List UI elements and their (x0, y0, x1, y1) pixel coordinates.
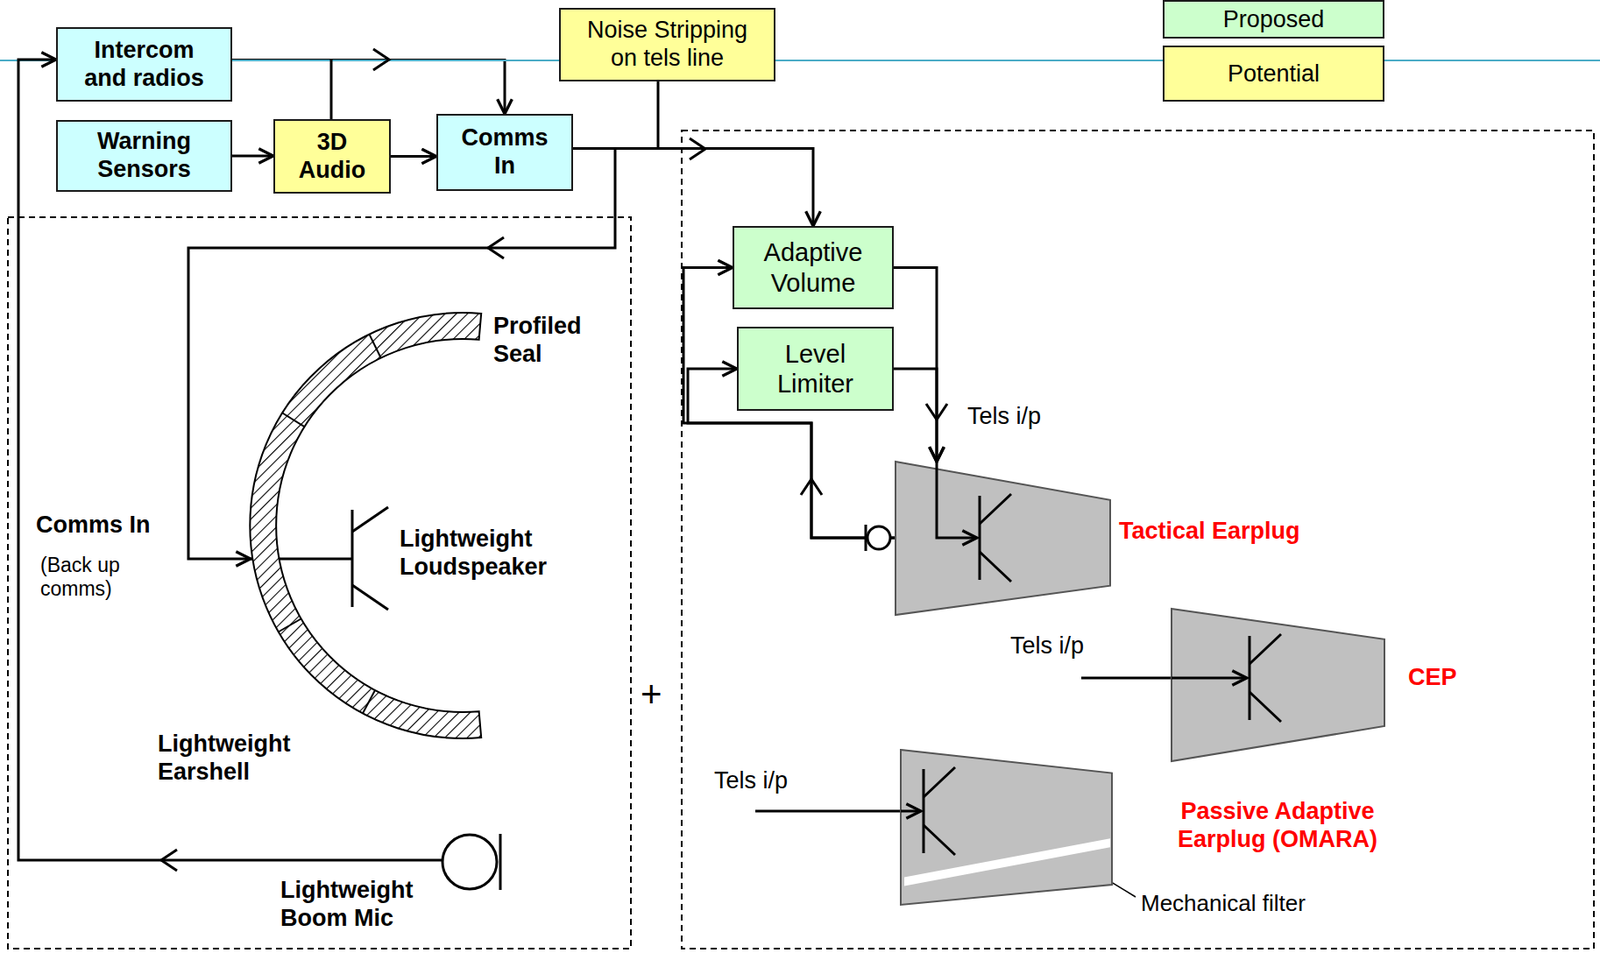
mechanical-filter (904, 838, 1111, 886)
box-label: Adaptive Volume (744, 237, 882, 298)
part-label: Comms In (35, 511, 151, 540)
earplug-group-outline (681, 130, 1594, 949)
box-label: Noise Stripping on tels line (578, 16, 757, 73)
process-box: Level Limiter (736, 326, 894, 411)
legend-swatch: Proposed (1162, 0, 1385, 39)
tels-wire (900, 810, 921, 814)
signal-connector (573, 148, 814, 227)
earplug-shape: Tactical Earplug (895, 461, 1352, 616)
part-label: (Back up comms) (40, 553, 159, 602)
speaker-symbol (923, 825, 956, 856)
box-label: Intercom and radios (78, 36, 210, 93)
earplug-speaker (936, 461, 1012, 582)
flow-chevron (488, 237, 504, 259)
part-label: Tels i/p (1010, 632, 1084, 661)
process-box: Comms In (436, 113, 574, 192)
part-label: Lightweight Loudspeaker (399, 525, 588, 582)
mic-wire (18, 59, 443, 861)
earplug-body (895, 461, 1111, 616)
legend-label: Potential (1227, 60, 1320, 88)
noise-strip-wire (657, 81, 660, 149)
earplug-shape: CEP (1171, 608, 1505, 762)
loudspeaker-symbol (351, 509, 354, 608)
speaker-symbol (922, 769, 926, 854)
flow-chevron (373, 49, 390, 71)
earplug-title: CEP (1408, 664, 1458, 693)
process-box: Intercom and radios (56, 27, 233, 102)
earplug-mic-symbol (867, 526, 891, 550)
tels-wire (936, 461, 977, 539)
speaker-symbol (979, 552, 1012, 582)
speaker-symbol (1248, 636, 1252, 721)
earplug-title: Passive Adaptive Earplug (OMARA) (1137, 798, 1418, 855)
flow-chevron (689, 138, 706, 160)
merge-wire (330, 59, 333, 120)
seal-segment (368, 334, 381, 359)
earplug-title: Tactical Earplug (1118, 517, 1301, 546)
tels-wire (755, 810, 901, 814)
part-label: + (640, 672, 663, 717)
part-label: Profiled Seal (493, 312, 608, 369)
signal-connector (390, 155, 437, 158)
loudspeaker-symbol (352, 585, 389, 610)
box-label: Comms In (455, 124, 554, 181)
process-box: Warning Sensors (56, 120, 233, 192)
speaker-symbol (923, 767, 956, 798)
earplug-shape: Passive Adaptive Earplug (OMARA) (900, 750, 1427, 906)
part-label: Lightweight Earshell (157, 730, 333, 787)
earplug-body (900, 750, 1112, 906)
part-label: Lightweight Boom Mic (280, 877, 439, 934)
speaker-symbol (978, 495, 982, 581)
part-label: Tels i/p (967, 403, 1041, 432)
speaker-symbol (1249, 634, 1282, 665)
signal-connector (893, 368, 937, 462)
seal-segment (362, 690, 376, 714)
earplug-body (1171, 608, 1385, 762)
boom-mic-symbol (442, 835, 497, 890)
signal-connector (232, 155, 274, 158)
tels-wire (1171, 677, 1247, 680)
tels-wire (1081, 677, 1172, 680)
process-box: Adaptive Volume (732, 226, 894, 310)
earplug-speaker (900, 767, 956, 856)
loudspeaker-symbol (352, 507, 389, 532)
seal-segment (282, 412, 305, 427)
earshell-seal (249, 312, 482, 739)
headset-group-outline (7, 217, 631, 949)
signal-connector (232, 59, 505, 114)
boom-mic-symbol (499, 834, 503, 891)
flow-chevron (800, 479, 822, 496)
legend-label: Proposed (1223, 6, 1325, 34)
speaker-symbol (1249, 692, 1282, 723)
box-label: Warning Sensors (68, 127, 220, 185)
box-label: 3D Audio (287, 128, 377, 185)
seal-segment (278, 619, 302, 633)
process-box: 3D Audio (273, 119, 391, 194)
box-label: Level Limiter (749, 339, 882, 399)
flow-chevron (926, 403, 948, 420)
part-label: Mechanical filter (1140, 890, 1306, 918)
part-label: Tels i/p (714, 767, 788, 796)
process-box: Noise Stripping on tels line (559, 7, 776, 82)
legend-swatch: Potential (1162, 45, 1385, 102)
signal-connector (893, 268, 937, 463)
earplug-speaker (1171, 634, 1282, 723)
speaker-symbol (979, 494, 1012, 524)
flow-chevron (161, 849, 177, 871)
